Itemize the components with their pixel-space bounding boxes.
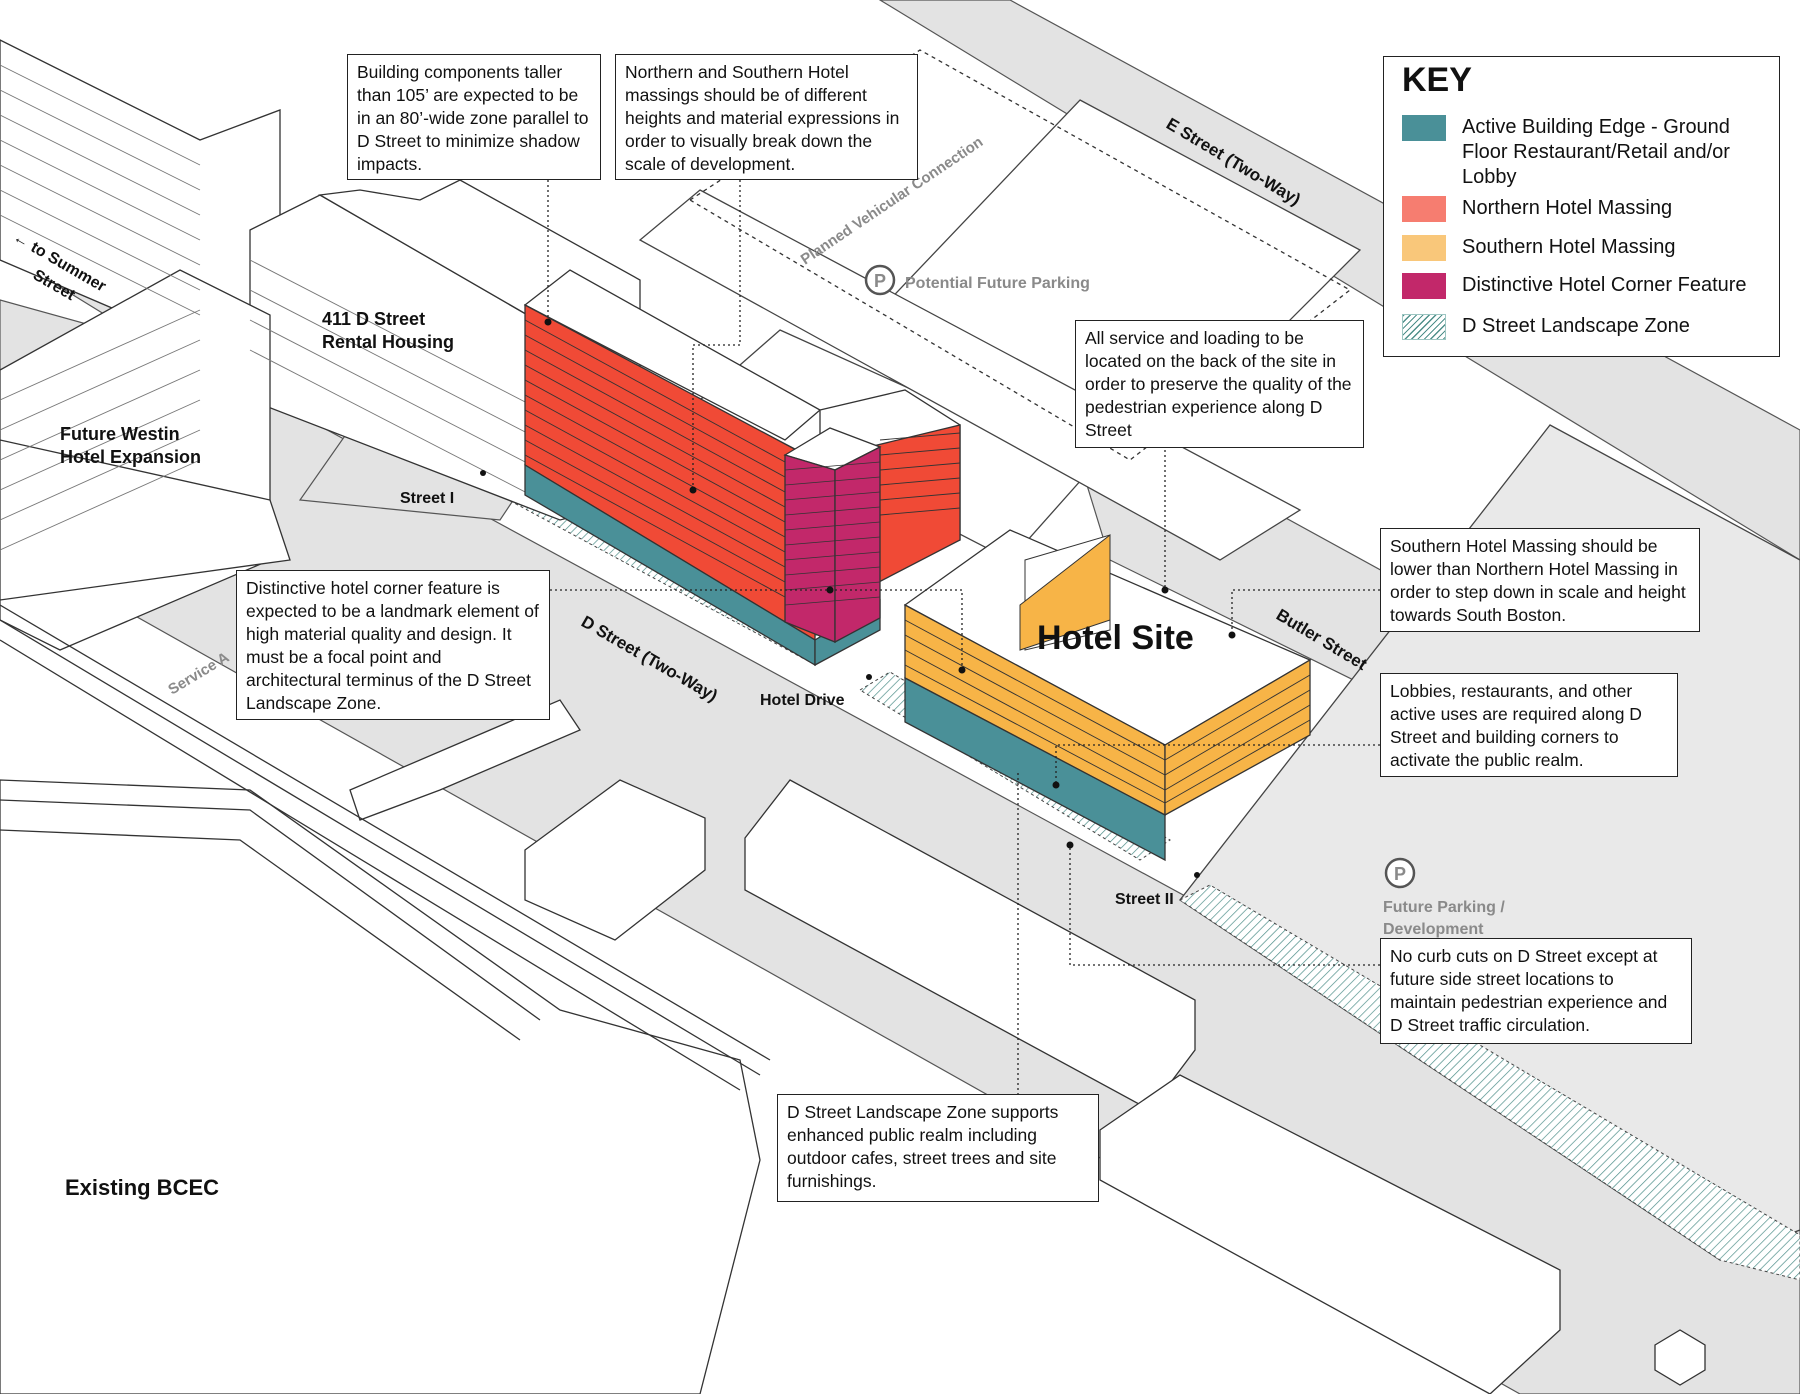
parking-icon-north: P bbox=[864, 264, 896, 296]
building-floor-lines bbox=[0, 64, 561, 551]
landscape-zone-east bbox=[1179, 884, 1800, 1281]
southern-active-edge bbox=[904, 676, 1166, 862]
key-label-landscape: D Street Landscape Zone bbox=[1462, 315, 1690, 337]
southern-courtyard-inner bbox=[1019, 533, 1111, 651]
street-ii-label: Street II bbox=[1115, 891, 1174, 908]
note-massing-heights: Northern and Southern Hotel massings sho… bbox=[615, 54, 918, 180]
street-i-label: Street I bbox=[400, 490, 454, 507]
service-ave-label: Service A bbox=[165, 649, 232, 699]
note-southern-lower: Southern Hotel Massing should be lower t… bbox=[1380, 528, 1700, 632]
key-label-active-edge: Active Building Edge - Ground Floor Rest… bbox=[1462, 116, 1730, 188]
note-tall-components: Building components taller than 105’ are… bbox=[347, 54, 601, 180]
key-label-corner: Distinctive Hotel Corner Feature bbox=[1462, 274, 1747, 296]
key-swatch-corner bbox=[1402, 273, 1446, 299]
existing-bcec bbox=[0, 779, 761, 1394]
future-parking-label-2: Development bbox=[1383, 921, 1484, 938]
note-landscape-zone: D Street Landscape Zone supports enhance… bbox=[777, 1094, 1099, 1202]
key-swatch-northern bbox=[1402, 196, 1446, 222]
key-swatch-landscape bbox=[1402, 314, 1446, 340]
note-service-loading: All service and loading to be located on… bbox=[1075, 320, 1364, 448]
key-label-northern: Northern Hotel Massing bbox=[1462, 197, 1673, 219]
note-curb-cuts: No curb cuts on D Street except at futur… bbox=[1380, 938, 1692, 1044]
key-swatch-active-edge bbox=[1402, 115, 1446, 141]
svg-text:P: P bbox=[1394, 864, 1406, 884]
westin-label-1: Future Westin bbox=[60, 424, 180, 444]
key-label-southern: Southern Hotel Massing bbox=[1462, 236, 1676, 258]
hotel-drive-label: Hotel Drive bbox=[760, 692, 845, 709]
parking-icon-south: P bbox=[1384, 857, 1416, 889]
key-swatch-southern bbox=[1402, 235, 1446, 261]
leader-dots bbox=[480, 318, 1236, 878]
key-title: KEY bbox=[1402, 61, 1472, 99]
rail-line bbox=[0, 604, 771, 1091]
note-corner-feature: Distinctive hotel corner feature is expe… bbox=[236, 570, 550, 720]
future-parking-label-1: Future Parking / bbox=[1383, 899, 1505, 916]
southern-hotel-massing bbox=[903, 529, 1312, 862]
northern-hotel-massing bbox=[523, 269, 961, 667]
note-active-uses: Lobbies, restaurants, and other active u… bbox=[1380, 673, 1678, 777]
existing-bcec-label: Existing BCEC bbox=[65, 1175, 219, 1200]
hotel-site-label: Hotel Site bbox=[1037, 619, 1194, 657]
potential-parking-label: Potential Future Parking bbox=[905, 275, 1090, 292]
westin-label-2: Hotel Expansion bbox=[60, 447, 201, 467]
svg-text:P: P bbox=[874, 271, 886, 291]
rental-housing-label-1: 411 D Street bbox=[322, 309, 425, 329]
rental-housing-label-2: Rental Housing bbox=[322, 332, 454, 352]
southern-context-buildings bbox=[349, 699, 1706, 1394]
southern-side-facade bbox=[1164, 658, 1311, 817]
corner-feature-side bbox=[834, 445, 881, 644]
leader-lines bbox=[547, 160, 1380, 1095]
legend-key: KEY Active Building Edge - Ground Floor … bbox=[1383, 56, 1780, 357]
